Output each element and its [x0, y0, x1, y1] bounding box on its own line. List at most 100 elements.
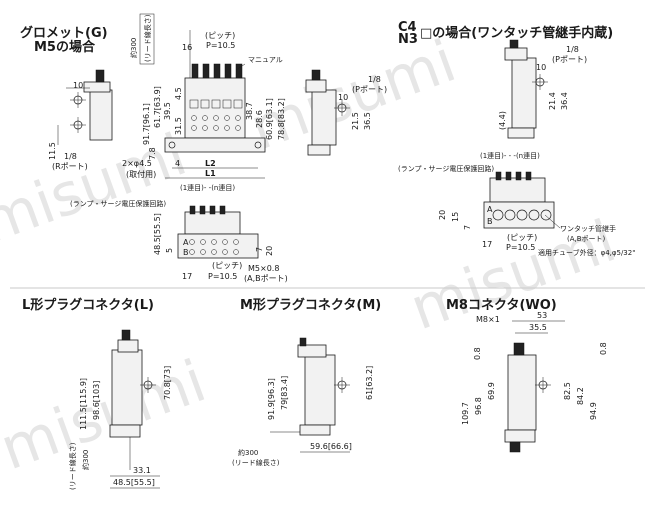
r-port-label: (Rポート) — [52, 162, 88, 171]
m-plug-view: 91.9[96.3] 79[83.4] 61[63.2] 59.6[66.6] … — [232, 337, 374, 467]
dim-60-9: 60.9[63.1] — [265, 98, 274, 140]
side-top-block — [83, 81, 111, 93]
pitch-value-b: P=10.5 — [208, 272, 237, 281]
lead-note: (リード線長さ) — [143, 14, 152, 62]
m-dim-91-9: 91.9[96.3] — [267, 378, 276, 420]
m-lead-length: 約300 — [238, 448, 258, 457]
l-lead-length: 約300 — [81, 450, 90, 470]
watermark-2: misumi — [242, 27, 465, 163]
port-B: B — [183, 248, 189, 257]
r-port-size: 1/8 — [64, 152, 77, 161]
l-dim-111-5: 111.5[115.9] — [79, 378, 88, 430]
grommet-front-view: 約300 (リード線長さ) 16 (ピッチ) P=10.5 マニュアル 91.7… — [122, 13, 286, 192]
station-note: (1連目)- -(n連目) — [180, 183, 235, 192]
grommet-side-view: 10 11.5 1/8 (Rポート) — [48, 69, 113, 171]
m8-title: M8コネクタ(WO) — [446, 298, 557, 313]
mount-hole-right — [254, 141, 262, 149]
m8-thread: M8×1 — [476, 315, 500, 324]
grommet-title-line2: M5の場合 — [34, 40, 95, 55]
m-lead-note: (リード線長さ) — [232, 458, 280, 467]
mount-hole: 2×φ4.5 — [122, 159, 152, 168]
m8-dim-69-9: 69.9 — [487, 382, 496, 400]
grommet-title-line1: グロメット(G) — [20, 26, 108, 41]
watermark-4: misumi — [0, 347, 214, 483]
m8-dim-53: 53 — [537, 311, 547, 320]
dim-91-7: 91.7[96.1] — [142, 103, 151, 145]
dim-7: 7 — [255, 247, 264, 252]
manual-label: マニュアル — [248, 56, 283, 64]
m8-dim-109-7: 109.7 — [461, 402, 470, 425]
ot-dim-10: 10 — [536, 63, 546, 72]
surge-label: (ランプ・サージ電圧保護回路) — [70, 199, 166, 208]
m8-dim-35-5: 35.5 — [529, 323, 547, 332]
l-plug-title: L形プラグコネクタ(L) — [22, 298, 154, 313]
side-grommet — [95, 69, 105, 83]
ot-p-port-size: 1/8 — [566, 45, 579, 54]
ot-p-port-label: (Pポート) — [552, 55, 587, 64]
m8-dim-0-8b: 0.8 — [599, 342, 608, 355]
dim-10b: 10 — [338, 93, 348, 102]
side-body — [89, 89, 113, 141]
dim-48-5: 48.5[55.5] — [153, 213, 162, 255]
dim-17: 17 — [182, 272, 192, 281]
dim-39-5: 39.5 — [163, 102, 172, 120]
ot-pitch-value: P=10.5 — [506, 243, 535, 252]
l-dim-33-1: 33.1 — [133, 466, 151, 475]
ot-fitting-note: (A,Bポート) — [567, 235, 606, 243]
ot-dim-36-4: 36.4 — [560, 92, 569, 110]
l-plug-view: 111.5[115.9] 98.6[103] 70.8[73] (リード線長さ)… — [68, 329, 172, 490]
dim-61-7: 61.7[63.9] — [153, 86, 162, 128]
ot-fitting-label: ワンタッチ管継手 — [560, 224, 616, 233]
m-plug-title: M形プラグコネクタ(M) — [240, 298, 382, 313]
m-dim-79: 79[83.4] — [280, 376, 289, 410]
pitch-label-b: (ピッチ) — [212, 261, 242, 270]
grommet-bottom-view: (ランプ・サージ電圧保護回路) A B 48.5[55.5] 5 7 20 17… — [70, 199, 288, 283]
m8-view: M8×1 53 35.5 0.8 0.8 109.7 96.8 69.9 82.… — [461, 311, 608, 453]
pitch-label: (ピッチ) — [205, 31, 235, 40]
ot-dim-20: 20 — [438, 210, 447, 220]
dim-16: 16 — [182, 43, 192, 52]
port-note: (A,Bポート) — [244, 274, 288, 283]
dim-L2: L2 — [205, 159, 216, 168]
dim-4: 4 — [175, 159, 180, 168]
dim-10: 10 — [73, 81, 83, 90]
l-dim-48-5: 48.5[55.5] — [113, 478, 155, 487]
m8-dim-84-2: 84.2 — [576, 387, 585, 405]
dim-31-5: 31.5 — [174, 117, 183, 135]
onetouch-title-rest: □の場合(ワンタッチ管継手内蔵) — [420, 26, 614, 41]
ot-dim-7: 7 — [463, 225, 472, 230]
lead-length: 約300 — [129, 38, 138, 58]
dim-5: 5 — [165, 248, 174, 253]
ot-port-A: A — [487, 205, 493, 214]
ot-pitch-label: (ピッチ) — [507, 233, 537, 242]
m8-dim-94-9: 94.9 — [589, 402, 598, 420]
l-lead-note: (リード線長さ) — [68, 442, 77, 490]
dim-11-5: 11.5 — [48, 142, 57, 160]
l-dim-98-6: 98.6[103] — [92, 381, 101, 420]
dim-36-5: 36.5 — [363, 112, 372, 130]
ot-dim-17: 17 — [482, 240, 492, 249]
dim-38-7: 38.7 — [245, 102, 254, 120]
ot-dim-4-4: (4.4) — [498, 111, 507, 130]
dim-4-5: 4.5 — [174, 87, 183, 100]
m8-dim-82-5: 82.5 — [563, 382, 572, 400]
ot-station-note: (1連目)- - -(n連目) — [480, 151, 540, 160]
dim-78-8: 78.8[83.2] — [277, 98, 286, 140]
dim-21-5: 21.5 — [351, 112, 360, 130]
m8-dim-0-8a: 0.8 — [473, 347, 482, 360]
ot-port-B: B — [487, 217, 493, 226]
dim-7-8: 7.8 — [148, 147, 157, 160]
mount-hole-left — [168, 141, 176, 149]
grommet-right-view: 1/8 (Pポート) 10 21.5 36.5 — [305, 69, 387, 156]
onetouch-right-view: 1/8 (Pポート) 10 21.4 36.4 (4.4) — [498, 39, 587, 139]
port-A: A — [183, 238, 189, 247]
onetouch-title-n3: N3 — [398, 32, 418, 47]
mount-note: (取付用) — [126, 169, 156, 179]
p-port-size: 1/8 — [368, 75, 381, 84]
ot-tube-label: 適用チューブ外径：φ4,φ5/32" — [538, 248, 635, 257]
pitch-value: P=10.5 — [206, 41, 235, 50]
p-port-label: (Pポート) — [352, 85, 387, 94]
dim-20: 20 — [265, 246, 274, 256]
